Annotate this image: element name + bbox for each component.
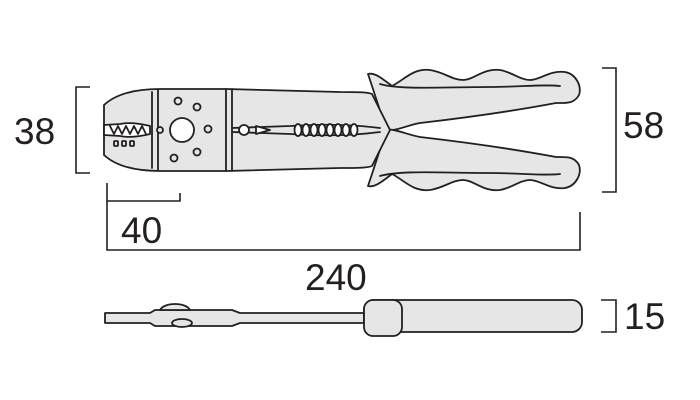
side-view-pivot-nut xyxy=(171,318,193,328)
cutter-notch xyxy=(255,125,271,135)
rivet-hole-1 xyxy=(173,96,183,106)
dim-label-handle-spread: 58 xyxy=(623,105,664,146)
strip-gauge-holes xyxy=(293,123,359,137)
side-view-shaft xyxy=(104,309,369,327)
pivot-bolt xyxy=(169,117,195,143)
crimp-slot-1 xyxy=(113,140,119,147)
upper-handle-grip xyxy=(367,68,581,132)
dim-label-total-length: 240 xyxy=(305,257,367,298)
dimension-lines xyxy=(75,67,617,333)
crimp-slot-2 xyxy=(121,140,127,147)
rivet-hole-4 xyxy=(192,147,202,157)
cutter-eye xyxy=(238,124,250,136)
dim-bracket-jaw-height xyxy=(75,86,90,174)
dim-label-jaw-length: 40 xyxy=(121,210,162,251)
plier-top-view xyxy=(103,68,581,192)
rivet-hole-3 xyxy=(203,124,213,134)
dim-bracket-handle-spread xyxy=(602,67,617,193)
plier-side-view xyxy=(104,299,583,337)
lower-handle-inner-line xyxy=(379,171,561,177)
rivet-hole-5 xyxy=(169,153,179,163)
dim-bracket-thickness xyxy=(601,299,617,333)
dim-bracket-jaw-length xyxy=(106,183,181,202)
dim-label-thickness: 15 xyxy=(624,296,665,337)
jaw-teeth xyxy=(109,125,147,135)
rivet-hole-6 xyxy=(156,126,164,134)
rivet-hole-2 xyxy=(192,102,202,112)
side-view-pivot-hub xyxy=(159,303,191,311)
upper-handle-inner-line xyxy=(379,83,561,89)
crimp-slot-3 xyxy=(129,140,135,147)
lower-handle-grip xyxy=(367,128,581,192)
side-view-handle-end xyxy=(363,299,403,337)
dim-label-jaw-height: 38 xyxy=(14,111,55,152)
dim-bracket-total-length xyxy=(106,201,581,251)
